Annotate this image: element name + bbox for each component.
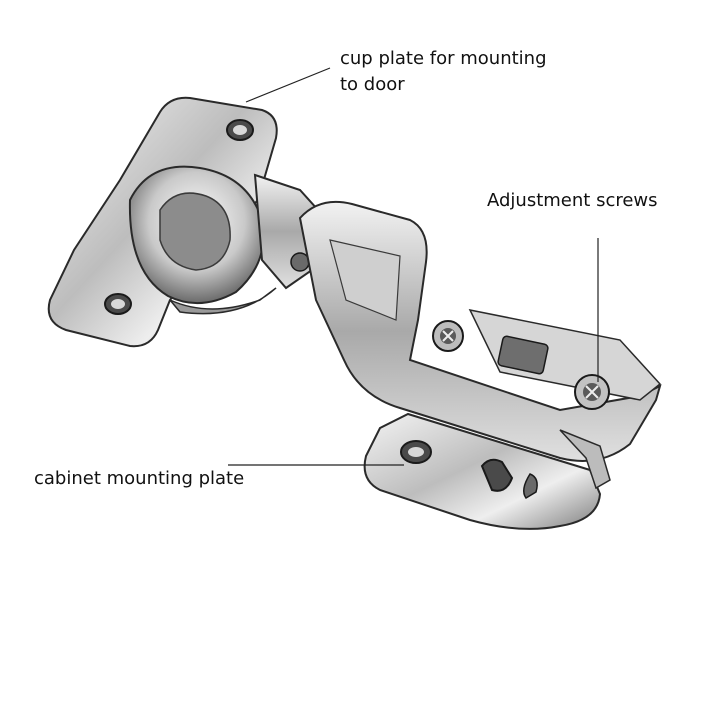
label-adjustment-screws: Adjustment screws (487, 190, 658, 211)
hinge-cup (128, 165, 277, 315)
adjustment-screw-front (432, 320, 464, 352)
label-cup-plate: cup plate for mounting to door (340, 46, 547, 98)
cabinet-plate (363, 412, 611, 530)
adjustment-screw-rear (574, 374, 610, 410)
hinge-arm (298, 200, 662, 462)
leader-cup-plate (245, 67, 331, 103)
label-cup-plate-line1: cup plate for mounting (340, 48, 547, 69)
label-cabinet-plate: cabinet mounting plate (34, 468, 245, 489)
label-cup-plate-line2: to door (340, 74, 405, 95)
